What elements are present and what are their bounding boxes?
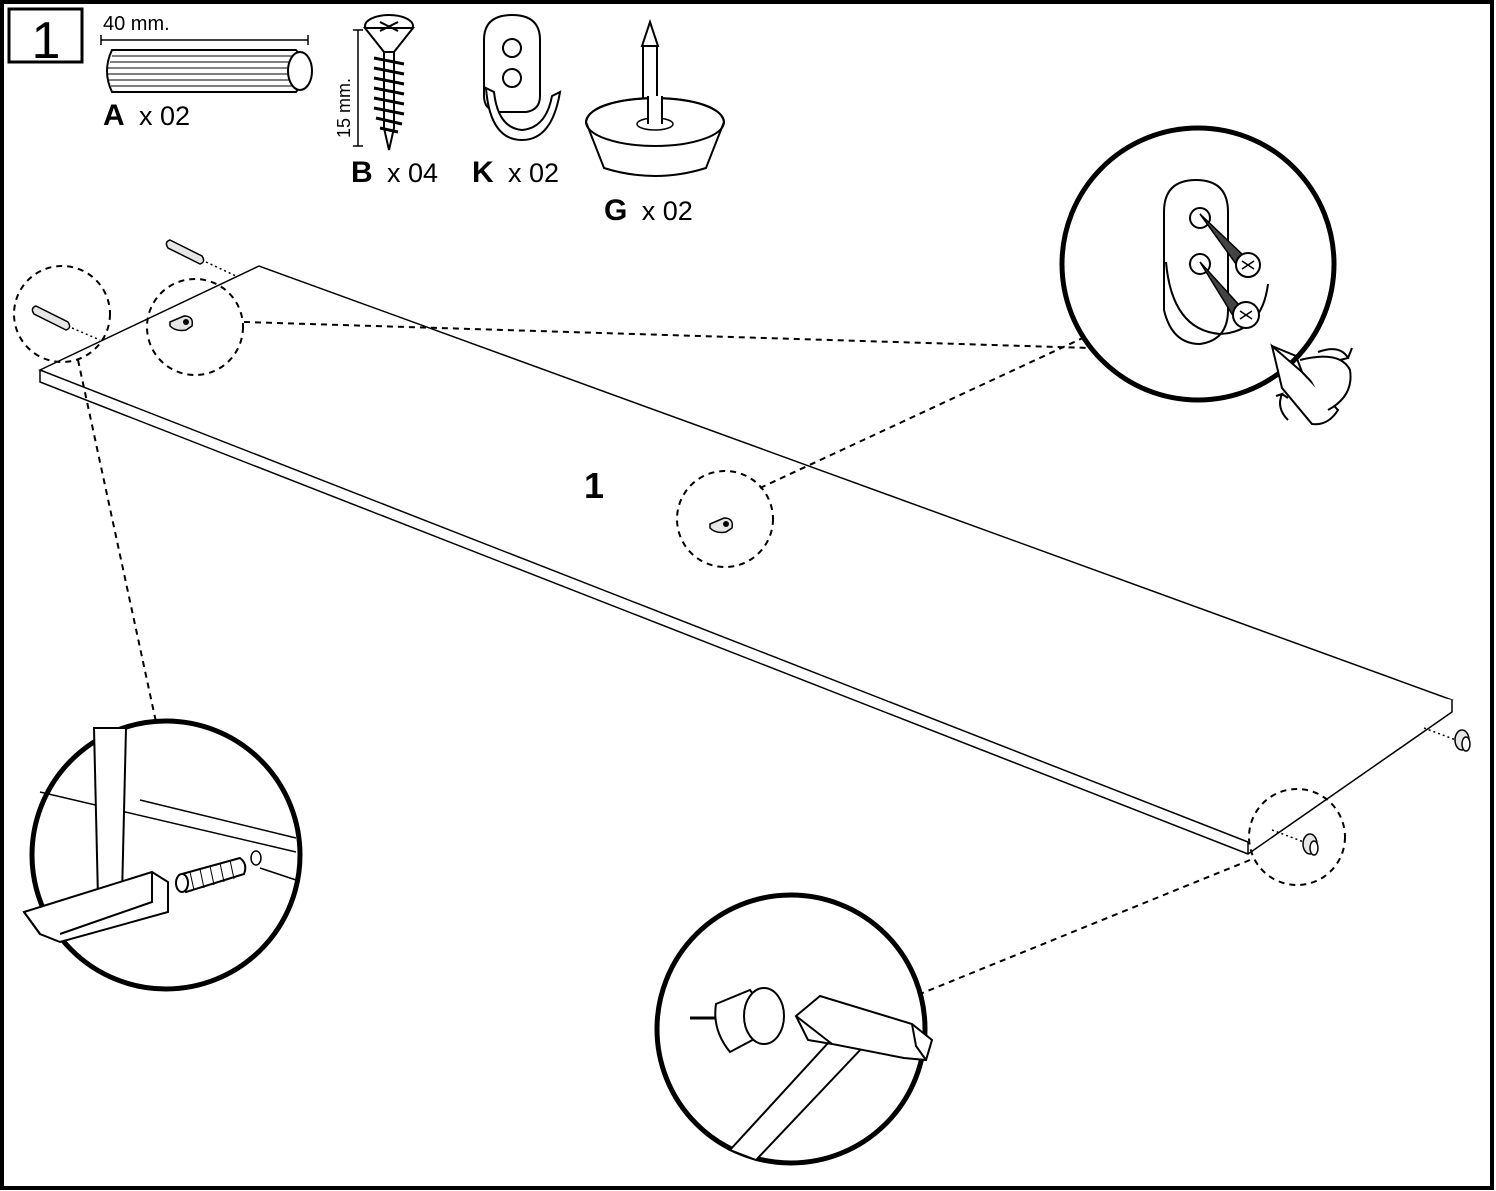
dowel-insert-top	[165, 239, 237, 277]
part-g: G x 02	[584, 18, 726, 227]
part-k-letter: K	[472, 156, 494, 189]
part-g-qty: x 02	[642, 196, 693, 226]
callout-circle-clip-2	[676, 470, 774, 568]
step-number-box: 1	[7, 7, 84, 70]
screw-icon	[362, 14, 416, 151]
screwdriver-icon	[1270, 343, 1353, 426]
nail-glide-icon	[584, 18, 726, 177]
dowel-insert-corner	[31, 305, 101, 341]
part-a-letter: A	[103, 99, 125, 132]
part-a-qty: x 02	[139, 101, 190, 131]
part-k: K x 02	[472, 13, 562, 189]
glide-insert-2	[1271, 829, 1319, 856]
leader-lines	[77, 321, 1251, 995]
step-number: 1	[32, 12, 61, 70]
wooden-dowel-icon	[106, 49, 313, 93]
svg-text:K x 02: K x 02	[472, 156, 559, 189]
part-b-dimension: 15 mm.	[334, 78, 354, 138]
part-k-qty: x 02	[508, 158, 559, 188]
glide-insert-1	[1423, 727, 1471, 752]
svg-text:G x 02: G x 02	[604, 194, 693, 227]
glide-hammer-detail	[654, 892, 934, 1166]
callout-circle-clip-1	[146, 278, 244, 376]
clip-on-panel-2	[709, 517, 734, 534]
bracket-screw-detail	[1059, 125, 1353, 426]
part-b-letter: B	[351, 156, 373, 189]
shelf-panel: 1	[38, 265, 1454, 855]
callout-circle-dowel	[13, 265, 111, 363]
hammer-icon	[22, 727, 169, 944]
hammer-icon	[728, 994, 934, 1162]
svg-text:B x 04: B x 04	[351, 156, 438, 189]
panel-label: 1	[584, 465, 604, 506]
part-b-qty: x 04	[387, 158, 438, 188]
callout-circle-glide	[1248, 788, 1346, 886]
part-b: 15 mm. B x 04	[334, 14, 438, 189]
part-g-letter: G	[604, 194, 627, 227]
dowel-hammer-detail	[22, 718, 303, 992]
part-a-dimension: 40 mm.	[103, 13, 170, 35]
part-a: 40 mm. A x 02	[100, 13, 313, 132]
svg-text:A x 02: A x 02	[103, 99, 190, 132]
clip-on-panel-1	[169, 315, 194, 332]
shelf-clip-bracket-icon	[483, 13, 562, 142]
